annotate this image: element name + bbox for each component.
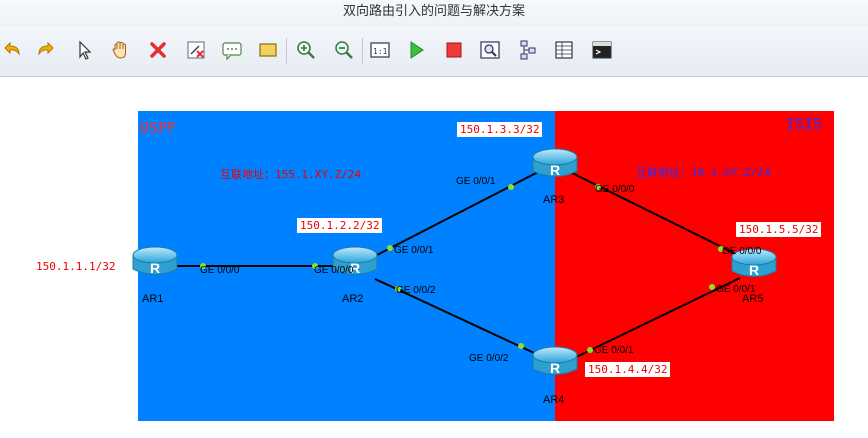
router-ar2[interactable]: R [331,244,379,284]
port-label-ar4-ge001: GE 0/0/1 [594,345,634,356]
port-label-ar2-ge002: GE 0/0/2 [396,285,436,296]
terminal-icon[interactable] [590,38,614,62]
router-icon: R [532,148,578,178]
router-ar3[interactable]: R [531,146,579,186]
port-label-ar5-ge001: GE 0/0/1 [716,284,756,295]
select-pointer-icon[interactable] [72,38,96,62]
loopback-ar3: 150.1.3.3/32 [457,122,543,137]
zoom-in-icon[interactable] [294,38,318,62]
isis-subnet-label: 互联地址：10.1.XY.Z/24 [636,166,771,179]
delete-link-icon[interactable] [184,38,208,62]
svg-text:R: R [550,360,560,376]
router-icon: R [532,346,578,376]
port-dot[interactable] [518,343,524,349]
router-ar5[interactable]: R [730,246,778,286]
svg-text:1:1: 1:1 [373,47,388,56]
window-title: 双向路由引入的问题与解决方案 [0,0,868,26]
loopback-ar2: 150.1.2.2/32 [297,218,383,233]
topology-icon[interactable] [516,38,540,62]
pan-hand-icon[interactable] [108,38,132,62]
redo-icon[interactable] [34,38,58,62]
router-icon: R [731,248,777,278]
capture-icon[interactable] [478,38,502,62]
port-label-ar5-ge000: GE 0/0/0 [722,246,762,257]
router-ar1[interactable]: R [131,244,179,284]
link-ar4-ar5[interactable] [567,277,741,362]
links-layer [160,170,741,362]
port-label-ar4-ge002: GE 0/0/2 [469,353,509,364]
router-icon: R [132,246,178,276]
table-icon[interactable] [552,38,576,62]
router-name-ar3: AR3 [543,194,565,206]
text-note-icon[interactable] [220,38,244,62]
loopback-ar5: 150.1.5.5/32 [736,222,822,237]
svg-text:R: R [150,260,160,276]
svg-text:R: R [350,260,360,276]
port-dot[interactable] [587,347,593,353]
port-dot[interactable] [312,263,318,269]
port-dot[interactable] [709,284,715,290]
rectangle-icon[interactable] [256,38,280,62]
toolbar: 1:1 [0,26,868,77]
port-dot[interactable] [718,246,724,252]
link-ar3-ar5[interactable] [567,170,741,257]
port-label-ar2-ge000: GE 0/0/0 [314,265,354,276]
topology-canvas[interactable]: OSPF ISIS 互联地址：155.1.XY.Z/24 互联地址：10.1.X… [0,86,868,438]
link-ar2-ar4[interactable] [374,278,546,359]
port-dot[interactable] [395,286,401,292]
port-dot[interactable] [387,245,393,251]
router-name-ar1: AR1 [142,293,164,305]
ospf-area-title: OSPF [140,119,177,137]
svg-text:R: R [749,262,759,278]
router-icon: R [332,246,378,276]
router-name-ar2: AR2 [342,293,364,305]
delete-icon[interactable] [146,38,170,62]
port-dot[interactable] [508,184,514,190]
zoom-out-icon[interactable] [332,38,356,62]
show-interface-icon[interactable]: 1:1 [368,38,392,62]
stop-device-icon[interactable] [442,38,466,62]
router-name-ar4: AR4 [543,394,565,406]
router-ar4[interactable]: R [531,344,579,384]
ospf-subnet-label: 互联地址：155.1.XY.Z/24 [220,168,362,181]
undo-icon[interactable] [0,38,24,62]
port-dot[interactable] [200,263,206,269]
port-dot[interactable] [595,184,601,190]
loopback-ar4: 150.1.4.4/32 [585,362,671,377]
port-label-ar2-ge001: GE 0/0/1 [394,245,434,256]
svg-text:R: R [550,162,560,178]
isis-area-title: ISIS [786,115,823,133]
port-label-ar1-ge000: GE 0/0/0 [200,265,240,276]
start-device-icon[interactable] [404,38,428,62]
loopback-ar1: 150.1.1.1/32 [36,260,116,273]
router-name-ar5: AR5 [742,293,764,305]
port-label-ar3-ge000: GE 0/0/0 [595,184,635,195]
port-label-ar3-ge001: GE 0/0/1 [456,176,496,187]
